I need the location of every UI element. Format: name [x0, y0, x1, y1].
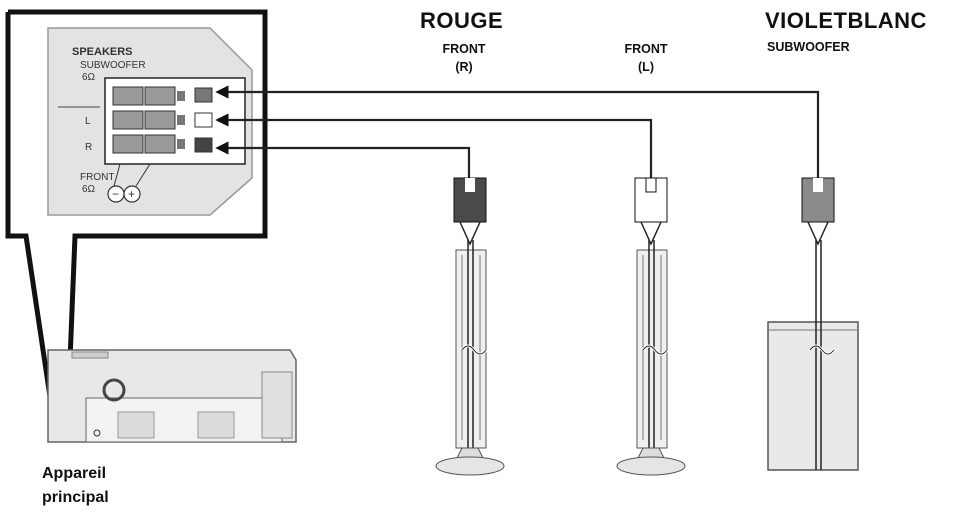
subwoofer-label: SUBWOOFER: [767, 40, 850, 54]
front-r-label-line2: (R): [455, 60, 473, 74]
subwoofer-speaker: [767, 177, 859, 471]
panel-plus-sign: +: [128, 187, 136, 201]
panel-subwoofer-label: SUBWOOFER: [80, 60, 146, 71]
panel-sub-ohm: 6Ω: [82, 72, 96, 83]
panel-minus-sign: −: [112, 187, 120, 201]
terminal-row-left: [112, 110, 213, 130]
terminal-row-right: [112, 134, 213, 154]
front-r-label-line1: FRONT: [442, 42, 486, 56]
callout-frame: [5, 9, 268, 411]
front-l-label-line1: FRONT: [624, 42, 668, 56]
panel-speakers-label: SPEAKERS: [72, 46, 133, 58]
front-right-speaker: [435, 177, 505, 476]
panel-right-label: R: [85, 142, 93, 153]
panel-left-label: L: [85, 116, 91, 127]
main-unit-caption-line2: principal: [42, 489, 109, 506]
wire-front-right: [215, 141, 471, 180]
color-label-violetblanc: VIOLETBLANC: [765, 8, 927, 33]
terminal-row-subwoofer: [112, 86, 213, 106]
wire-front-left: [215, 113, 653, 180]
main-unit: [47, 349, 297, 443]
main-unit-caption-line1: Appareil: [42, 465, 107, 482]
wire-subwoofer: [215, 85, 820, 178]
panel-front-ohm: 6Ω: [82, 184, 96, 195]
front-left-speaker: [616, 177, 686, 476]
panel-front-label: FRONT: [80, 172, 115, 183]
front-l-label-line2: (L): [638, 60, 654, 74]
color-label-rouge: ROUGE: [420, 8, 504, 33]
